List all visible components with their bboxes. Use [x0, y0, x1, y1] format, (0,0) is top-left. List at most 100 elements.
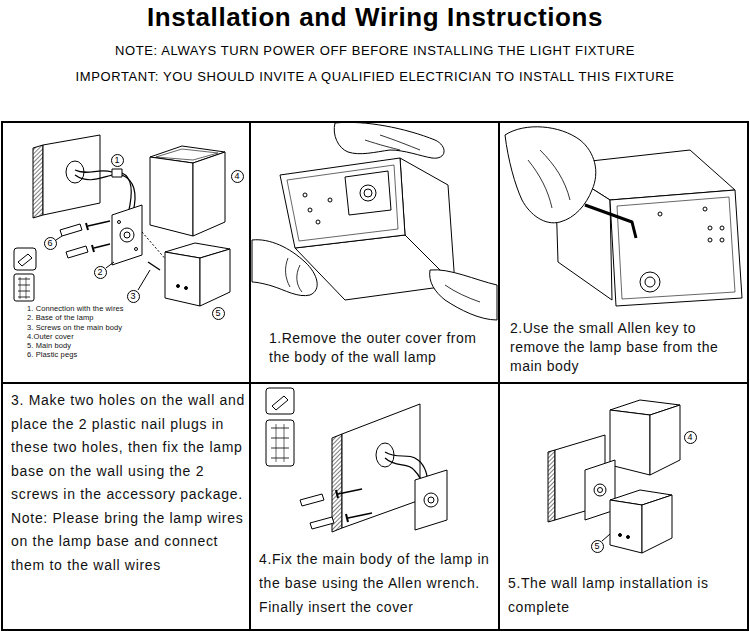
text-block: 3. Make two holes on the wall and place …	[11, 389, 245, 577]
instruction-text: 5.The wall lamp installation is complete	[508, 571, 744, 619]
outer-frame	[2, 122, 748, 630]
fix-base-view	[428, 497, 434, 503]
assembled-lamp-view	[598, 488, 603, 493]
assembled-lamp-view	[594, 484, 606, 496]
fix-base-view	[332, 434, 342, 532]
exploded-view	[75, 170, 112, 172]
fix-base-view	[300, 494, 324, 506]
instruction-text: 3. Make two holes on the wall and place …	[11, 389, 245, 507]
exploded-view	[118, 221, 121, 224]
exploded-view	[124, 232, 130, 238]
exploded-view	[112, 169, 122, 177]
assembled-lamp-view	[650, 405, 680, 475]
allen-key-view	[640, 272, 660, 292]
assembled-lamp-view	[610, 410, 650, 475]
fix-base-view	[276, 424, 284, 462]
assembled-lamp-view	[610, 500, 642, 553]
parts-list-panel: 1. Connection with the wires2. Base of t…	[2, 122, 250, 383]
fix-base-view	[336, 490, 338, 498]
exploded-view	[14, 135, 230, 306]
remove-cover-view	[280, 158, 405, 248]
fix-base-view	[424, 493, 438, 507]
remove-cover-view	[328, 198, 332, 202]
remove-cover-view	[430, 270, 497, 320]
allen-key-view	[505, 127, 596, 223]
callout-number: 4	[684, 431, 697, 444]
exploded-view	[150, 157, 193, 236]
exploded-view	[200, 249, 230, 306]
instruction-text: 2.Use the small Allen key to remove the …	[510, 319, 738, 376]
exploded-view	[112, 205, 142, 265]
exploded-view	[122, 173, 131, 214]
exploded-view	[14, 248, 36, 270]
fix-base-view	[266, 388, 447, 532]
callout-number: 5	[591, 540, 604, 553]
remove-cover-view	[303, 193, 307, 197]
exploded-view	[14, 274, 34, 301]
remove-cover-view	[252, 240, 317, 296]
allen-key-view	[658, 212, 662, 216]
exploded-view	[86, 223, 88, 230]
exploded-view	[88, 221, 110, 226]
callout-number: 2	[94, 266, 107, 279]
callout-number: 6	[44, 237, 57, 250]
fix-base-view	[346, 514, 348, 522]
exploded-view	[60, 224, 82, 236]
exploded-view	[165, 252, 200, 306]
exploded-view	[135, 248, 138, 251]
fix-base-view	[348, 513, 372, 518]
exploded-view	[156, 149, 218, 160]
remove-cover-view	[365, 135, 420, 150]
part-name: 1. Connection with the wires	[27, 304, 242, 313]
callout-number: 3	[127, 290, 140, 303]
callout-number: 5	[212, 307, 225, 320]
fix-base-view	[415, 470, 447, 530]
part-name: 6. Plastic pegs	[27, 350, 242, 359]
allen-key-view	[585, 205, 636, 238]
fix-base-view	[271, 428, 289, 458]
step-panel: 4.Fix the main body of the lamp in the b…	[250, 383, 499, 630]
remove-cover-view	[252, 122, 497, 320]
part-name: 4.Outer cover	[27, 332, 242, 341]
fix-base-view	[266, 388, 294, 414]
allen-key-view	[720, 226, 724, 230]
fix-base-view	[310, 517, 334, 529]
text-block: 1. Connection with the wires2. Base of t…	[27, 304, 242, 360]
exploded-view	[177, 285, 180, 288]
step-panel: 3. Make two holes on the wall and place …	[2, 383, 250, 630]
instruction-text: Note: Please bring the lamp wires on the…	[11, 507, 245, 578]
exploded-view	[18, 254, 32, 266]
fix-base-view	[266, 420, 294, 466]
exploded-view	[148, 262, 160, 270]
instruction-text: 1.Remove the outer cover from the body o…	[269, 329, 494, 367]
exploded-view	[92, 245, 94, 252]
exploded-view	[138, 270, 150, 290]
exploded-view	[142, 232, 168, 262]
allen-key-view	[505, 127, 742, 306]
part-name: 2. Base of the lamp	[27, 313, 242, 322]
exploded-view	[185, 287, 188, 290]
step-panel: 1.Remove the outer cover from the body o…	[250, 122, 499, 383]
allen-key-view	[528, 150, 570, 208]
title: Installation and Wiring Instructions	[0, 2, 750, 32]
remove-cover-view	[445, 285, 480, 302]
assembled-lamp-view	[548, 400, 680, 553]
allen-key-view	[617, 197, 735, 299]
remove-cover-view	[345, 171, 391, 215]
assembled-lamp-view	[627, 536, 630, 539]
allen-key-view	[708, 238, 712, 242]
exploded-view	[94, 244, 110, 248]
exploded-view	[75, 175, 112, 180]
remove-cover-view	[286, 258, 302, 292]
exploded-view	[120, 228, 134, 242]
outer-frame	[2, 122, 748, 630]
fix-base-view	[338, 489, 362, 494]
assembled-lamp-view	[548, 450, 555, 522]
safety-note: NOTE: ALWAYS TURN POWER OFF BEFORE INSTA…	[115, 42, 635, 60]
text-block: 2.Use the small Allen key to remove the …	[510, 319, 738, 376]
exploded-view	[33, 145, 43, 218]
text-block: 4.Fix the main body of the lamp in the b…	[259, 547, 495, 619]
assembled-lamp-view	[642, 495, 672, 553]
fix-base-view	[272, 396, 288, 410]
